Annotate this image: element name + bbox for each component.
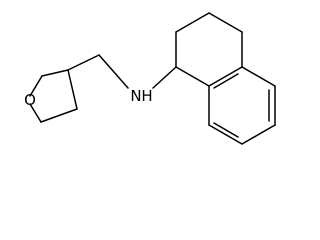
- bond-c4-c5: [40, 108, 78, 123]
- bond-ch2-n: [98, 54, 129, 89]
- bond-c4a-c8a: [208, 66, 243, 87]
- double-bond-c4a-c8a: [213, 73, 239, 89]
- molecule-structure-diagram: O N H: [24, 12, 276, 145]
- tetrahydrofuran-ring: [29, 69, 78, 123]
- bond-c2-c3: [175, 12, 210, 33]
- double-bond-c7-c8: [213, 122, 239, 138]
- bond-c4a-c5: [241, 66, 276, 87]
- bond-c6-c7: [241, 124, 276, 145]
- cyclohexene-ring: [175, 12, 243, 87]
- bond-c3-ch2: [67, 54, 100, 71]
- bond-c3-c4: [67, 69, 78, 110]
- amine-nitrogen-label: N: [130, 87, 141, 105]
- bond-c7-c8: [208, 124, 243, 145]
- bond-o-c2: [29, 75, 43, 97]
- benzene-ring: [208, 66, 276, 145]
- bond-c5-o: [29, 103, 42, 123]
- oxygen-atom-label: O: [24, 91, 36, 109]
- bond-c8a-c1: [175, 66, 210, 87]
- bond-n-c1: [152, 66, 177, 89]
- bond-c2-c3: [41, 69, 69, 77]
- bond-c3-c4: [208, 12, 243, 33]
- amine-hydrogen-label: H: [141, 87, 152, 105]
